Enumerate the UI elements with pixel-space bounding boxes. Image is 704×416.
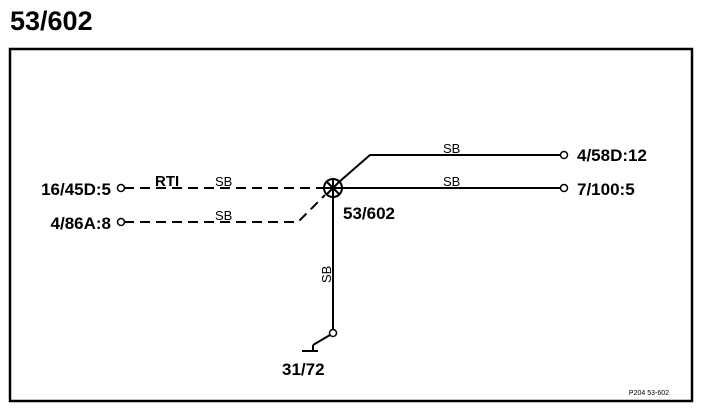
terminal-icon-right-mid <box>559 183 569 193</box>
diagram-frame <box>8 47 694 403</box>
terminal-label-right-top: 4/58D:12 <box>577 146 647 165</box>
splice-icon <box>323 178 343 198</box>
wire-right-top <box>338 154 561 183</box>
terminal-label-left-top: 16/45D:5 <box>41 180 111 199</box>
splice-label: 53/602 <box>343 204 395 223</box>
ground-icon <box>302 334 331 352</box>
wire-color-down: SB <box>319 266 334 283</box>
ground-label: 31/72 <box>282 360 325 379</box>
wire-color-left-top: SB <box>215 174 232 189</box>
wire-left-bottom <box>124 194 326 223</box>
terminal-icon-left-top <box>116 183 126 193</box>
ground-terminal-icon <box>328 328 338 338</box>
terminal-label-right-mid: 7/100:5 <box>577 180 635 199</box>
wire-circuit-label: RTI <box>155 173 179 190</box>
terminal-icon-right-top <box>559 150 569 160</box>
footer-code: P204 53-602 <box>629 390 669 397</box>
wire-color-right-mid: SB <box>443 174 460 189</box>
wire-color-left-bottom: SB <box>215 208 232 223</box>
terminal-icon-left-bottom <box>116 217 126 227</box>
terminal-label-left-bottom: 4/86A:8 <box>51 214 111 233</box>
page-title: 53/602 <box>10 6 93 36</box>
wire-color-right-top: SB <box>443 141 460 156</box>
